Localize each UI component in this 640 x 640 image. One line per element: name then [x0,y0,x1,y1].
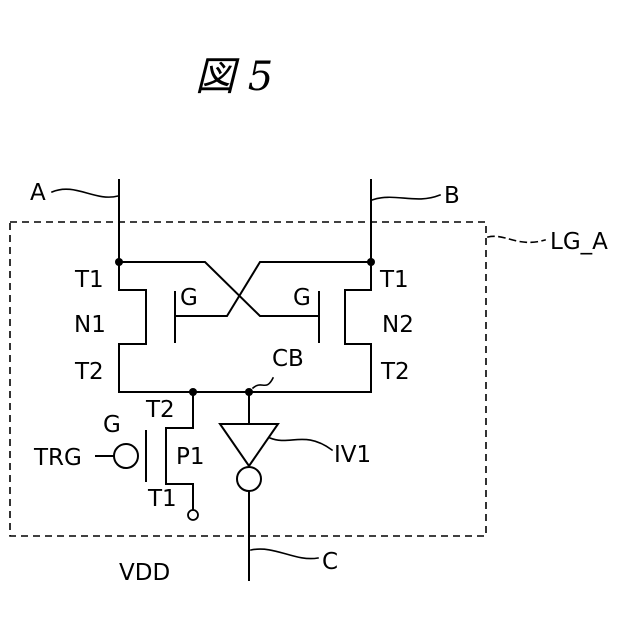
inverter-label: IV1 [334,442,371,468]
terminal-c-label: C [322,549,338,575]
n1-t2-label: T2 [74,359,104,385]
figure-title: 図 5 [195,54,273,100]
n1-t1-label: T1 [74,267,104,293]
n1-name-label: N1 [74,312,106,338]
n2-t2-label: T2 [380,359,410,385]
p1-name-label: P1 [176,444,205,470]
node-cb-label: CB [272,346,304,372]
inverter-leader [270,438,332,450]
inverter-triangle [220,424,278,466]
n1-channel [119,262,146,392]
terminal-b-label: B [444,183,460,209]
terminal-c-leader [251,549,318,559]
terminal-a-leader [52,189,118,197]
terminal-a-label: A [30,180,46,206]
block-label: LG_A [550,229,608,255]
vdd-label: VDD [119,560,170,586]
terminal-b-leader [372,195,440,200]
vdd-terminal [188,510,198,520]
n2-gate-label: G [293,285,311,311]
n1-gate-label: G [180,285,198,311]
cross-wire-n1-to-n2-gate [119,262,319,316]
p1-t1-label: T1 [147,486,177,512]
n2-name-label: N2 [382,312,414,338]
p1-t2-label: T2 [145,397,175,423]
inverter-bubble [237,467,261,491]
cross-wire-n2-to-n1-gate [175,262,371,316]
trg-label: TRG [33,445,82,471]
block-leader [488,236,545,242]
p1-gate-label: G [103,412,121,438]
n2-channel [345,262,371,392]
n2-t1-label: T1 [379,267,409,293]
node-cb-leader [253,378,273,388]
p1-gate-bubble [114,444,138,468]
